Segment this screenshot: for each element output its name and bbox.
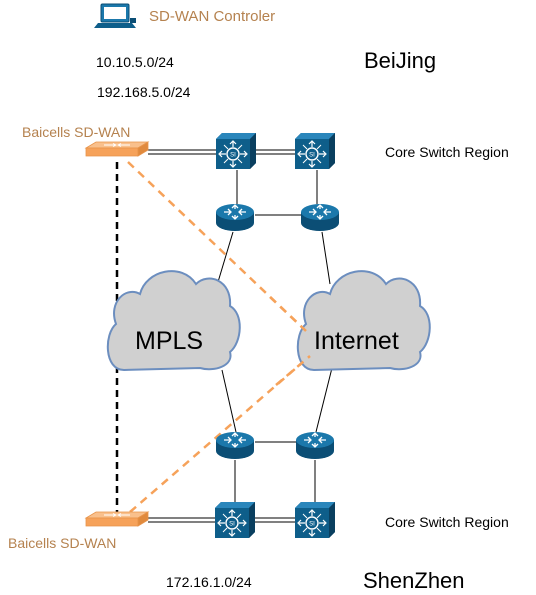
controller-label: SD-WAN Controler <box>149 8 276 25</box>
sz-router-2 <box>295 431 335 460</box>
internet-label: Internet <box>314 327 399 355</box>
laptop-icon <box>94 3 136 28</box>
sz-subnet-1: 172.16.1.0/24 <box>166 574 252 590</box>
bj-core-switch-1 <box>215 132 257 170</box>
bj-edge-label: Baicells SD-WAN <box>22 124 131 140</box>
bj-sdwan-edge <box>85 141 149 157</box>
sz-core-switch-1 <box>214 501 256 539</box>
sz-edge-label: Baicells SD-WAN <box>8 535 117 551</box>
bj-city-label: BeiJing <box>364 48 437 73</box>
bj-core-switch-2 <box>294 132 336 170</box>
sz-core-label: Core Switch Region <box>385 514 509 530</box>
bj-subnet-2: 192.168.5.0/24 <box>97 84 191 100</box>
overlay-link-sz <box>129 355 311 513</box>
sz-sdwan-edge <box>85 511 149 527</box>
bj-core-label: Core Switch Region <box>385 144 509 160</box>
sz-router-1 <box>215 431 255 460</box>
sz-city-label: ShenZhen <box>363 568 465 593</box>
bj-router-1 <box>215 203 255 232</box>
bj-subnet-1: 10.10.5.0/24 <box>96 54 174 70</box>
mpls-label: MPLS <box>135 327 204 355</box>
sz-core-switch-2 <box>294 501 336 539</box>
bj-router-2 <box>300 203 340 232</box>
